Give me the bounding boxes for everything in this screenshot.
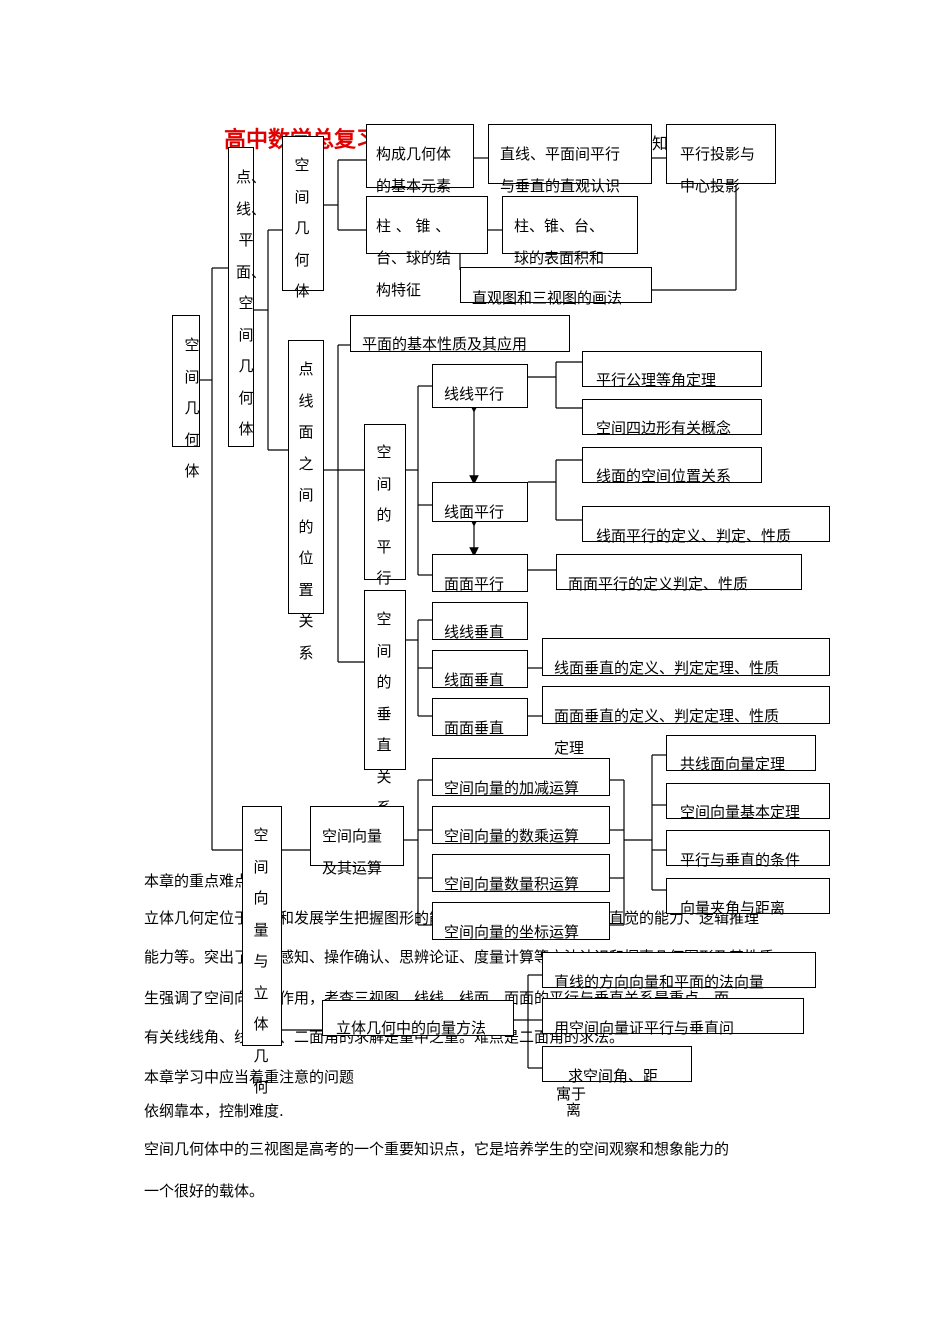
vector-t1-box [666,735,816,771]
parallel-ll-label: 线线平行 [444,385,505,403]
parallel-label: 空间的平行 [376,443,392,587]
vector-t4-label: 向量夹角与距离 [680,899,786,917]
geom-node-projection-l1: 平行投影与 [680,145,756,163]
perp-ll-label: 线线垂直 [444,623,505,641]
text-line-8: 空间几何体中的三视图是高考的一个重要知识点，它是培养学生的空间观察和想象能力的 [144,1140,730,1158]
text-line-6: 本章学习中应当着重注意的问题 [144,1068,355,1086]
perp-pp-1-label: 面面垂直的定义、判定定理、性质 [554,707,780,725]
geom-node-structure-l1: 柱 、 锥 、 [376,217,451,235]
geom-node-views [460,267,652,303]
vector-t2-box [666,783,830,819]
col1-label-b: 空间向量与立体几何 [253,826,269,1096]
vector-m3-tail1: 寓于 [556,1085,587,1103]
parallel-lp-box [432,482,528,522]
geom-node-area-l2: 球的表面积和 [514,249,605,267]
parallel-lp-1-box [582,447,762,483]
parallel-ll-2-label: 空间四边形有关概念 [596,419,732,437]
col1-box-b [242,806,282,1046]
vector-m3-tail2: 离 [566,1101,582,1119]
geometry-box [282,136,324,291]
vector-method-label: 立体几何中的向量方法 [336,1019,487,1037]
vector-m2-label: 用空间向量证平行与垂直问 [554,1019,735,1037]
position-box [288,340,324,614]
parallel-pp-1-box [556,554,802,590]
vector-coord-box [432,902,610,940]
geom-node-area [502,196,638,254]
text-line-9: 一个很好的载体。 [144,1182,265,1200]
parallel-pp-label: 面面平行 [444,575,505,593]
geom-node-intuition-l2: 与垂直的直观认识 [500,177,621,195]
geom-node-structure-l2: 台、球的结 [376,249,452,267]
perp-lp-1-label: 线面垂直的定义、判定定理、性质 [554,659,780,677]
geom-node-views-label: 直观图和三视图的画法 [472,289,623,307]
plane-properties-box [350,315,570,352]
parallel-box [364,424,406,580]
perp-lp-box [432,650,528,688]
geometry-label: 空间几何体 [294,156,310,300]
vector-method-box [322,1000,514,1036]
vector-m1-label: 直线的方向向量和平面的法向量 [554,973,765,991]
perp-lp-label: 线面垂直 [444,671,505,689]
geom-node-structure [366,196,488,254]
perp-lp-1-box [542,638,830,676]
geom-node-area-l1: 柱、锥、台、 [514,217,605,235]
plane-properties-label: 平面的基本性质及其应用 [362,335,528,353]
vector-t1-label: 共线面向量定理 [680,755,786,773]
parallel-ll-1-box [582,351,762,387]
perp-pp-1-cont: 定理 [554,739,585,757]
parallel-ll-1-label: 平行公理等角定理 [596,371,717,389]
parallel-ll-2-box [582,399,762,435]
parallel-pp-box [432,554,528,592]
vector-dot-label: 空间向量数量积运算 [444,875,580,893]
geom-node-elements-l1: 构成几何体 [376,145,452,163]
vector-m2-box [542,998,804,1034]
perp-ll-box [432,602,528,640]
vector-t4-box [666,878,830,914]
parallel-pp-1-label: 面面平行的定义判定、性质 [568,575,749,593]
vector-mul-box [432,806,610,844]
root-box [172,315,200,447]
vector-coord-label: 空间向量的坐标运算 [444,923,580,941]
vector-m3-label: 求空间角、距 [568,1067,659,1085]
vector-ops-l1: 空间向量 [322,827,383,845]
position-label: 点线面之间的位置关系 [298,360,314,662]
vector-mul-label: 空间向量的数乘运算 [444,827,580,845]
geom-node-elements [366,124,474,188]
parallel-ll-box [432,364,528,408]
parallel-lp-2-box [582,506,830,542]
geom-node-intuition [488,124,652,184]
vector-dot-box [432,854,610,892]
root-label: 空间几何体 [184,336,200,480]
perp-label: 空间的垂直关系 [376,610,392,817]
vector-t3-box [666,830,830,866]
geom-node-projection-l2: 中心投影 [680,177,741,195]
vector-m1-box [542,952,816,988]
col1-label-a: 点、线、平面、空间几何体 [236,168,267,438]
vector-ops-l2: 及其运算 [322,859,383,877]
geom-node-elements-l2: 的基本元素 [376,177,452,195]
text-line-7: 依纲靠本，控制难度. [144,1102,284,1120]
perp-box [364,590,406,770]
geom-node-projection [666,124,776,184]
vector-m3-box [542,1046,692,1082]
vector-add-box [432,758,610,796]
geom-node-structure-l3: 构特征 [376,281,422,299]
parallel-lp-label: 线面平行 [444,503,505,521]
perp-pp-label: 面面垂直 [444,719,505,737]
col1-box-a [228,147,254,447]
perp-pp-box [432,698,528,736]
parallel-lp-1-label: 线面的空间位置关系 [596,467,732,485]
vector-add-label: 空间向量的加减运算 [444,779,580,797]
perp-pp-1-box [542,686,830,724]
geom-node-intuition-l1: 直线、平面间平行 [500,145,621,163]
parallel-lp-2-label: 线面平行的定义、判定、性质 [596,527,792,545]
vector-ops-box [310,806,404,866]
vector-t2-label: 空间向量基本定理 [680,803,801,821]
vector-t3-label: 平行与垂直的条件 [680,851,801,869]
